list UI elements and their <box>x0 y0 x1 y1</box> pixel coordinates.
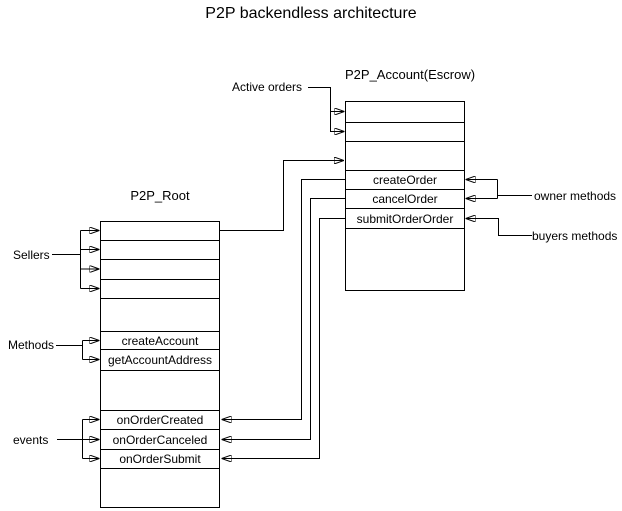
row-label: cancelOrder <box>372 192 438 206</box>
sellers-label: Sellers <box>13 248 50 262</box>
sellers-connector <box>52 231 99 289</box>
methods-label: Methods <box>8 338 55 352</box>
table-row <box>346 229 464 290</box>
row-label: submitOrderOrder <box>356 211 454 226</box>
table-row-cancelorder: cancelOrder <box>346 190 464 209</box>
cancelorder-to-onordercanceled-connector <box>222 198 345 440</box>
table-row-onordersubmit: onOrderSubmit <box>101 450 219 469</box>
table-row-onordercanceled: onOrderCanceled <box>101 430 219 450</box>
table-row <box>346 142 464 171</box>
owner-methods-label: owner methods <box>534 189 617 203</box>
createorder-to-onordercreated-connector <box>222 179 345 420</box>
root-table: createAccount getAccountAddress onOrderC… <box>100 221 220 508</box>
root-table-title: P2P_Root <box>130 188 190 203</box>
table-row <box>101 222 219 241</box>
row-label: onOrderSubmit <box>119 452 201 466</box>
table-row-submitorderorder: submitOrderOrder <box>346 209 464 229</box>
table-row-createaccount: createAccount <box>101 332 219 350</box>
row-label: getAccountAddress <box>107 353 213 367</box>
buyers-methods-label: buyers methods <box>532 229 618 243</box>
buyers-methods-connector <box>466 219 532 236</box>
events-label: events <box>13 433 49 447</box>
account-table-title: P2P_Account(Escrow) <box>345 67 476 82</box>
table-row <box>101 299 219 332</box>
table-row <box>101 469 219 507</box>
account-table: createOrder cancelOrder submitOrderOrder <box>345 101 465 291</box>
row-label: onOrderCreated <box>116 413 204 427</box>
table-row <box>101 280 219 299</box>
root-to-account-connector <box>220 161 344 231</box>
table-row-createorder: createOrder <box>346 171 464 190</box>
row-label: createOrder <box>372 173 438 187</box>
active-orders-label: Active orders <box>232 80 303 94</box>
diagram-title: P2P backendless architecture <box>205 5 417 22</box>
events-connector <box>57 420 99 459</box>
owner-methods-connector <box>466 180 532 199</box>
table-row <box>346 123 464 142</box>
row-label: createAccount <box>121 333 199 348</box>
table-row <box>101 371 219 411</box>
table-row-getaccountaddress: getAccountAddress <box>101 350 219 371</box>
table-row <box>346 102 464 123</box>
row-label: onOrderCanceled <box>112 432 208 447</box>
table-row <box>101 260 219 280</box>
table-row-onordercreated: onOrderCreated <box>101 411 219 430</box>
table-row <box>101 241 219 260</box>
submitorder-to-onordersubmit-connector <box>222 218 345 459</box>
methods-connector <box>56 341 99 360</box>
active-orders-connector <box>308 87 344 132</box>
